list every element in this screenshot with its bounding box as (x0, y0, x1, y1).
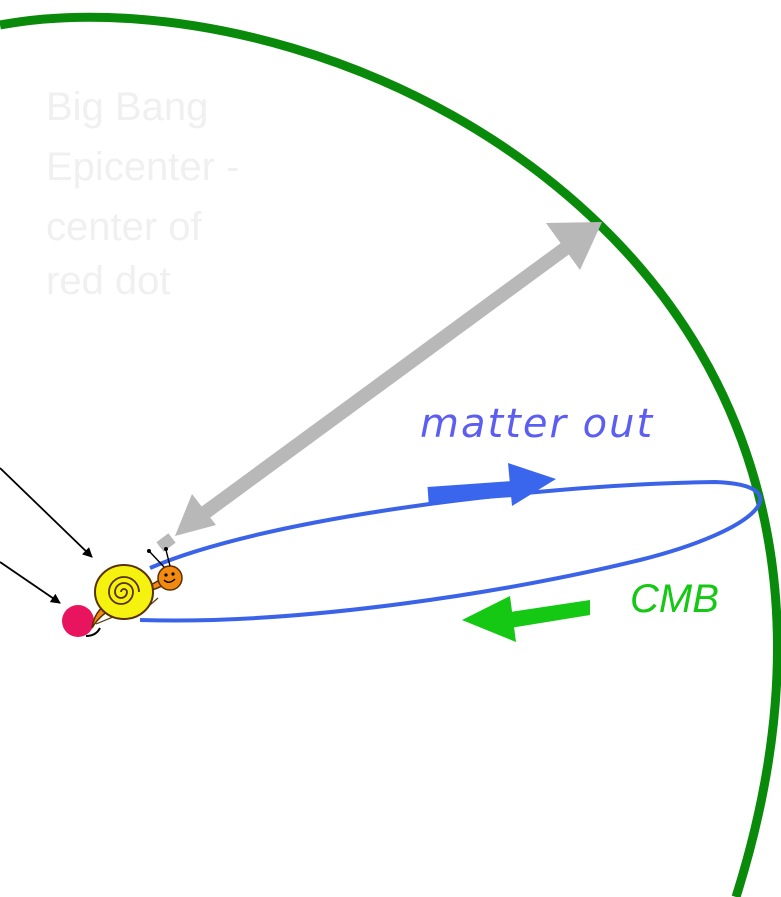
epicenter-label-line: Big Bang (46, 85, 208, 129)
radius-arrow (160, 222, 602, 547)
epicenter-label: Big Bang Epicenter - center of red dot (46, 85, 251, 303)
epicenter-label-line: center of (46, 205, 203, 249)
pointer-arrow-to-red-dot (0, 562, 60, 603)
red-dot-icon (62, 605, 94, 637)
epicenter-label-line: Epicenter - (46, 145, 239, 189)
matter-out-arrow (428, 463, 556, 506)
epicenter-label-line: red dot (46, 259, 171, 303)
pointer-arrow-to-snail (0, 468, 92, 557)
matter-out-label: matter out (420, 401, 654, 447)
cmb-label: CMB (630, 577, 719, 621)
cmb-arrow (462, 596, 590, 642)
snail-icon (92, 547, 182, 628)
